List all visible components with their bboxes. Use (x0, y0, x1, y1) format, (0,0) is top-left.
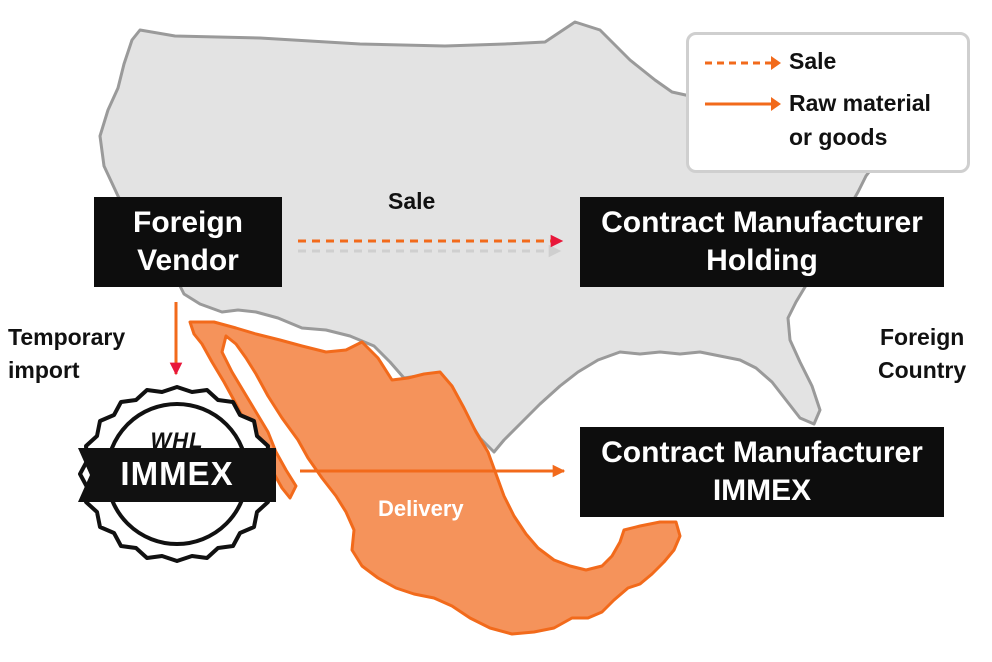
immex-seal-badge (78, 385, 276, 563)
foreign-vendor-box: Foreign Vendor (94, 197, 282, 287)
immex-badge-text: IMMEX (120, 455, 234, 492)
delivery-label: Delivery (378, 496, 464, 521)
legend-goods-line-icon (705, 97, 781, 111)
foreign-country-label-line2: Country (878, 357, 967, 383)
immex-cm-box: Contract Manufacturer IMMEX (580, 427, 944, 517)
sale-label: Sale (388, 188, 436, 214)
temporary-import-label-line2: import (8, 357, 80, 383)
mexico-map-shape (188, 320, 682, 636)
legend-sale-label: Sale (789, 48, 837, 74)
holding-box: Contract Manufacturer Holding (580, 197, 944, 287)
legend-sale-line-icon (705, 56, 781, 70)
holding-line1: Contract Manufacturer (601, 206, 923, 239)
legend-goods-label-line1: Raw material (789, 90, 931, 116)
temporary-import-label-line1: Temporary (8, 324, 126, 350)
immex-cm-line1: Contract Manufacturer (601, 436, 923, 469)
immex-cm-line2: IMMEX (712, 474, 812, 507)
foreign-vendor-line2: Vendor (137, 244, 239, 277)
foreign-vendor-line1: Foreign (133, 206, 243, 239)
whl-logo-text: WHL (150, 428, 204, 453)
legend: Sale Raw material or goods (686, 32, 970, 173)
foreign-country-label-line1: Foreign (880, 324, 965, 350)
holding-line2: Holding (706, 244, 818, 277)
legend-goods-label-line2: or goods (789, 124, 888, 150)
